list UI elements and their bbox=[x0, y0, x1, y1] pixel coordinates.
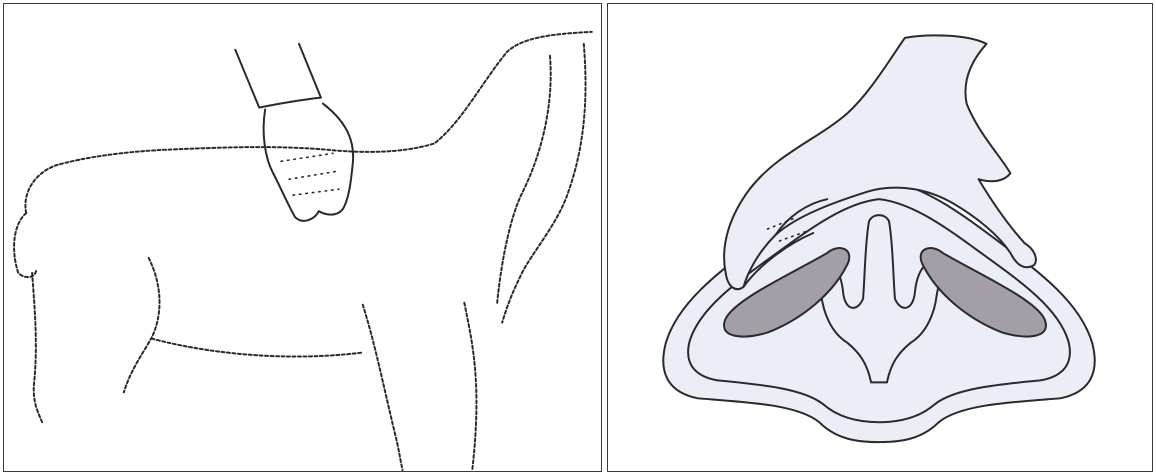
sheep-hind-leg-outline bbox=[32, 273, 42, 422]
sheep-back-outline bbox=[25, 32, 591, 213]
sheep-neck-inner-outline bbox=[497, 56, 551, 303]
hand-outline bbox=[264, 104, 354, 221]
sheep-neck-outline bbox=[502, 44, 585, 323]
hand-palpation-marks bbox=[281, 153, 339, 195]
sheep-hind-thigh-outline bbox=[124, 258, 160, 392]
sheep-front-leg-outline bbox=[363, 305, 403, 470]
sheep-rump-outline bbox=[14, 213, 36, 277]
sheep-illustration bbox=[4, 4, 601, 471]
spine-cross-section-panel bbox=[607, 3, 1153, 472]
sheep-palpation-panel bbox=[3, 3, 602, 472]
spine-cross-section-illustration bbox=[608, 4, 1152, 471]
sheep-belly-outline bbox=[152, 339, 363, 357]
sheep-chest-outline bbox=[464, 303, 476, 470]
hand-sleeve-outline bbox=[235, 44, 321, 108]
